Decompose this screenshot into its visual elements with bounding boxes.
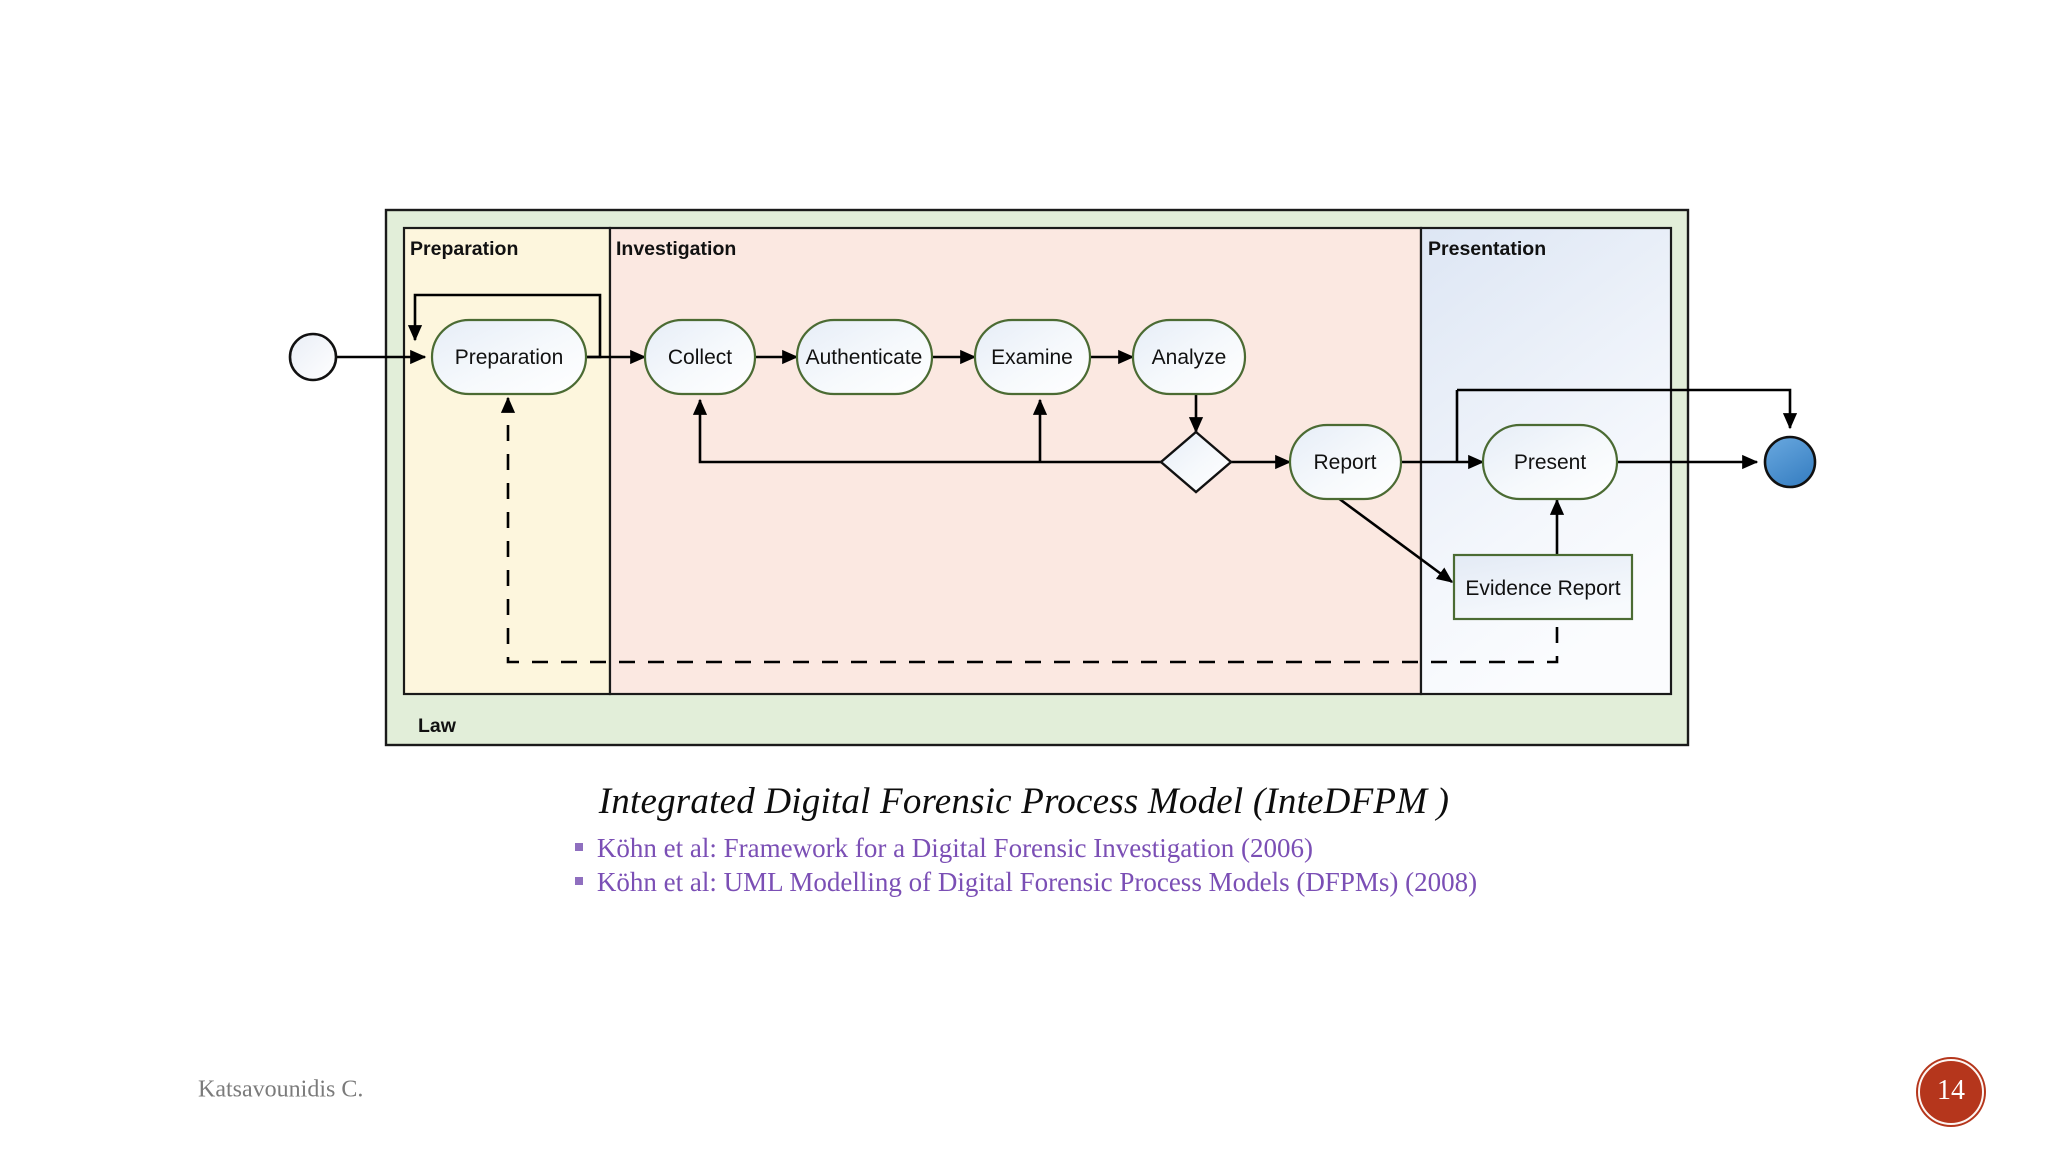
node-examine-shape[interactable] [973,318,1092,396]
node-analyze-shape[interactable] [1131,318,1247,396]
node-present[interactable]: Present [1481,423,1619,501]
node-examine-label: Examine [991,346,1073,369]
edge-feedback-to-collect [692,398,1161,464]
lane-investigation-label: Investigation [616,238,736,260]
edge-loop-top-to-end [1457,388,1798,430]
node-present-shape[interactable] [1481,423,1619,501]
node-evidence-report[interactable]: Evidence Report [1452,553,1634,621]
node-authenticate[interactable]: Authenticate [795,318,934,396]
lane-preparation-label: Preparation [410,238,518,260]
node-examine[interactable]: Examine [973,318,1092,396]
edge-dashed-feedback-to-preparation [500,396,1559,664]
start-node-circle[interactable] [288,332,338,382]
footer-author: Katsavounidis C. [198,1076,364,1103]
node-collect-shape[interactable] [643,318,757,396]
node-present-label: Present [1514,451,1587,474]
law-band-label: Law [418,715,457,737]
edge-report-to-evidence-report [1329,490,1454,584]
page-number-text: 14 [1937,1075,1965,1106]
node-preparation-label: Preparation [455,346,564,369]
node-preparation-shape[interactable] [430,318,588,396]
end-node[interactable] [1763,435,1817,489]
node-analyze[interactable]: Analyze [1131,318,1247,396]
lane-presentation-label: Presentation [1428,238,1546,260]
lane-preparation-rect [402,226,612,696]
start-node[interactable] [288,332,338,382]
node-evidence-report-shape[interactable] [1452,553,1634,621]
end-node-circle[interactable] [1763,435,1817,489]
node-authenticate-label: Authenticate [806,346,923,369]
edges [335,293,1798,664]
node-preparation[interactable]: Preparation [430,318,588,396]
node-collect[interactable]: Collect [643,318,757,396]
node-report[interactable]: Report [1288,423,1403,501]
decision-node-diamond[interactable] [1159,430,1233,494]
node-evidence-report-label: Evidence Report [1465,577,1620,600]
node-report-shape[interactable] [1288,423,1403,501]
decision-node[interactable] [1159,430,1233,494]
page-number-badge: 14 [1918,1059,1984,1125]
lane-preparation: Preparation [402,226,612,696]
node-report-label: Report [1313,451,1376,474]
node-authenticate-shape[interactable] [795,318,934,396]
node-analyze-label: Analyze [1152,346,1227,369]
node-collect-label: Collect [668,346,732,369]
